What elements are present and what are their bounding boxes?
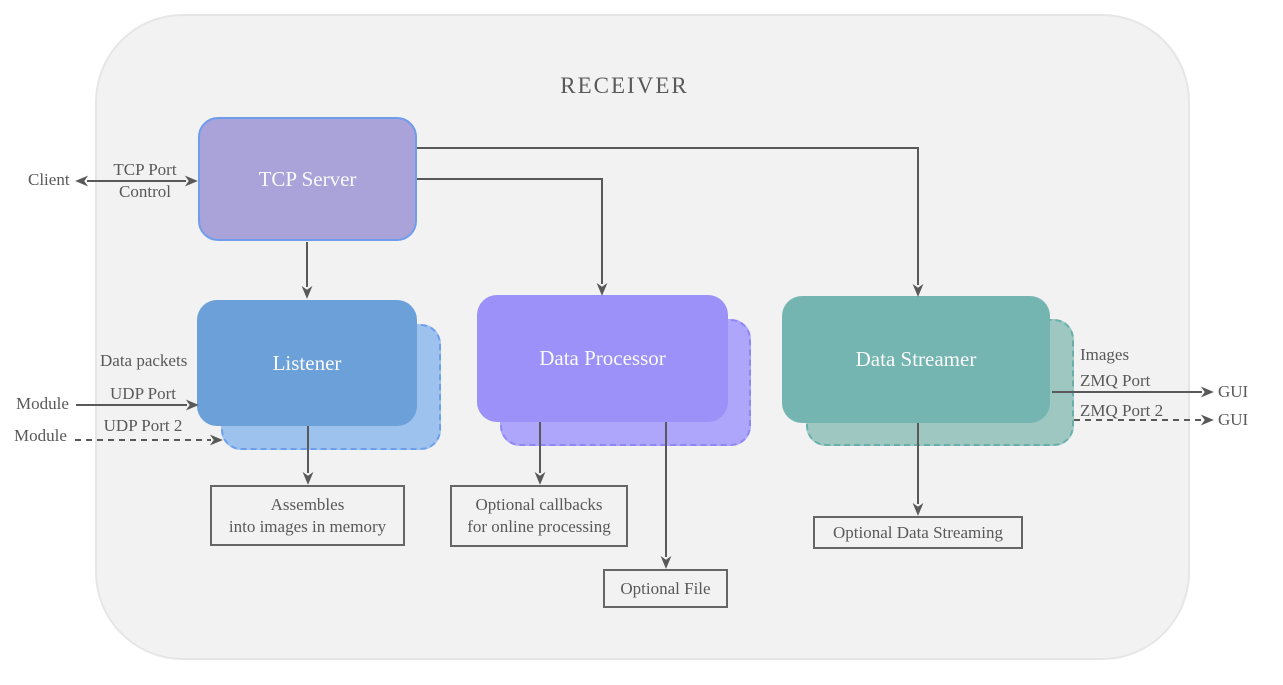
module2-label: Module <box>14 426 67 445</box>
optional-file-label: Optional File <box>620 578 711 598</box>
callbacks-line2: for online processing <box>467 517 611 536</box>
assembles-output-box: Assembles into images in memory <box>210 485 405 546</box>
listener-node: Listener <box>197 300 417 426</box>
tcp-server-node: TCP Server <box>198 117 417 241</box>
zmq-port2-label: ZMQ Port 2 <box>1080 401 1164 420</box>
control-label: Control <box>119 182 171 201</box>
optional-file-box: Optional File <box>603 569 728 608</box>
client-label: Client <box>28 170 70 189</box>
callbacks-output-box: Optional callbacks for online processing <box>450 485 628 547</box>
assembles-line2: into images in memory <box>228 516 387 536</box>
optional-data-streaming-box: Optional Data Streaming <box>813 516 1023 549</box>
diagram-title: RECEIVER <box>560 73 689 98</box>
tcp-server-label: TCP Server <box>258 166 357 191</box>
listener-label: Listener <box>272 350 342 375</box>
udp-port2-label: UDP Port 2 <box>103 416 183 435</box>
module1-label: Module <box>16 394 69 413</box>
data-streamer-node: Data Streamer <box>782 296 1050 423</box>
tcp-port-label: TCP Port <box>113 160 177 179</box>
images-label: Images <box>1080 345 1130 364</box>
data-processor-label: Data Processor <box>539 346 666 370</box>
gui2-label: GUI <box>1218 410 1249 429</box>
callbacks-line1: Optional callbacks <box>475 495 603 514</box>
assembles-line1: Assembles <box>270 494 345 514</box>
data-streamer-label: Data Streamer <box>855 347 977 371</box>
optional-data-streaming-label: Optional Data Streaming <box>833 522 1003 542</box>
data-packets-label: Data packets <box>100 351 188 370</box>
gui1-label: GUI <box>1218 382 1249 401</box>
data-processor-node: Data Processor <box>477 295 728 422</box>
udp-port-label: UDP Port <box>110 384 176 403</box>
zmq-port-label: ZMQ Port <box>1080 371 1151 390</box>
